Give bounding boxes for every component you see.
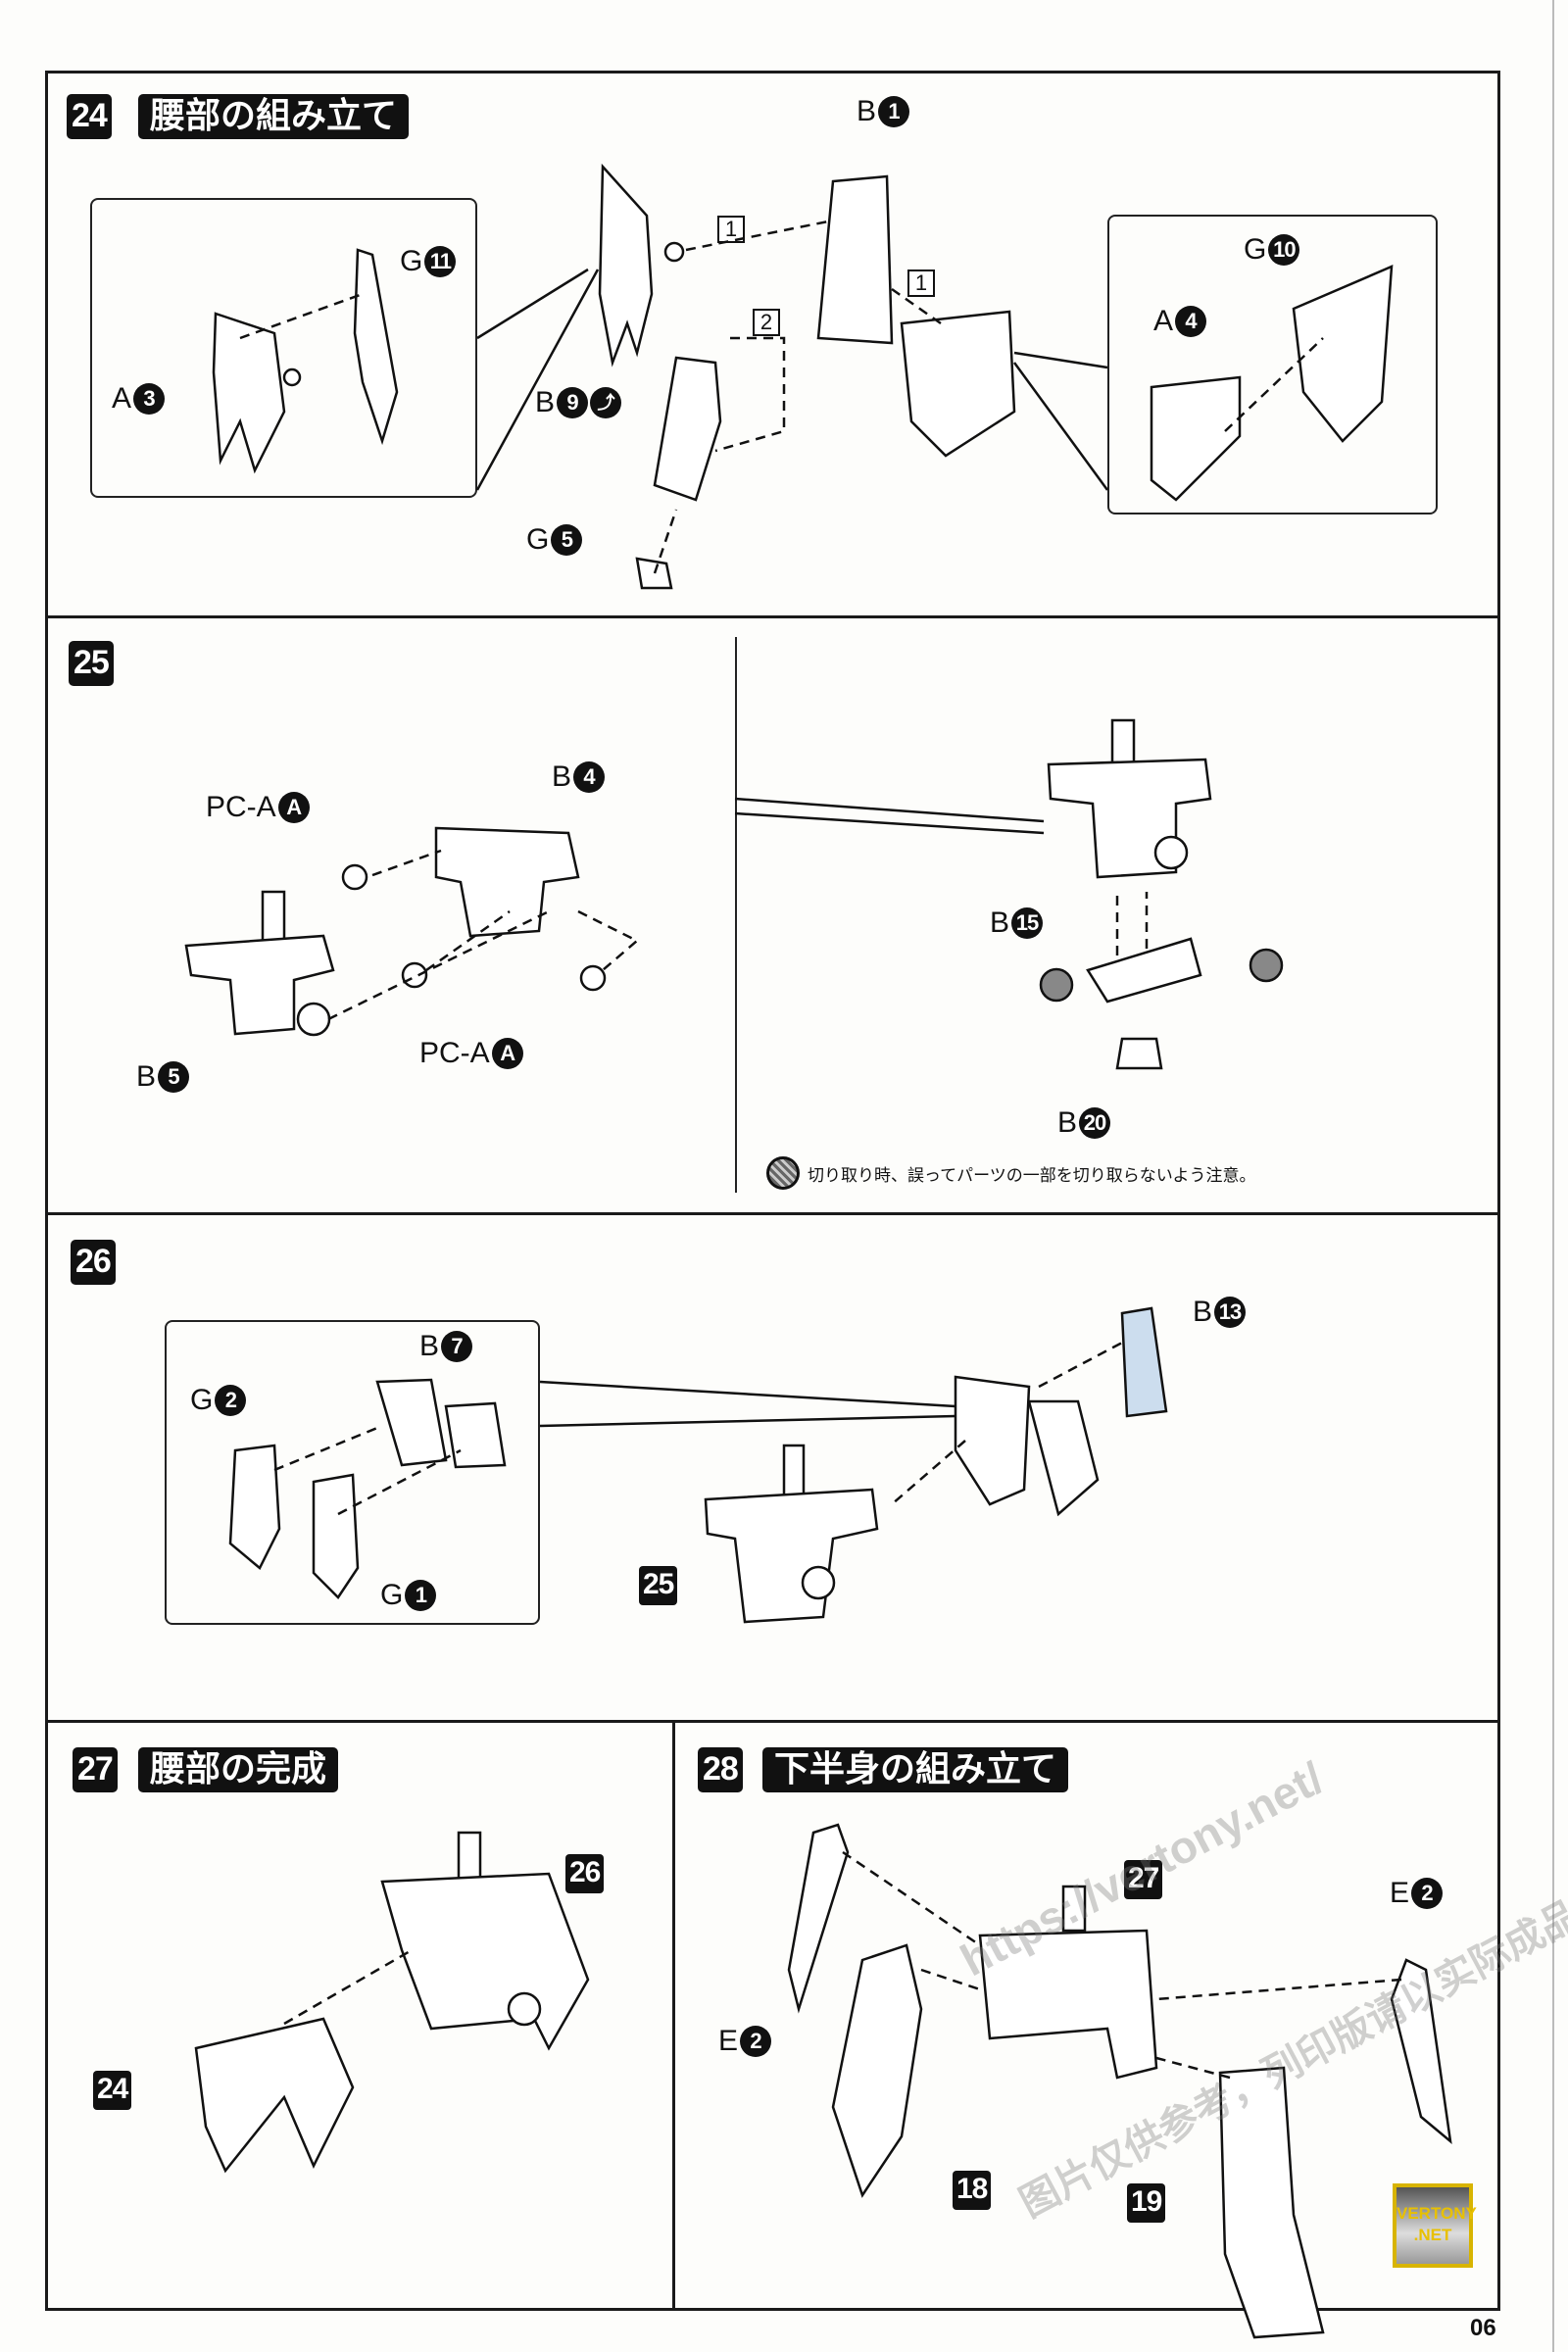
ref-step-19: 19 — [1127, 2183, 1166, 2223]
ref-step-27: 27 — [1124, 1860, 1163, 1899]
detail-inset — [1107, 215, 1438, 514]
step-title: 腰部の組み立て — [138, 94, 410, 139]
order-marker: 1 — [907, 270, 935, 297]
page-number: 06 — [1470, 2315, 1496, 2341]
ref-step-26: 26 — [565, 1854, 605, 1893]
caution-text: 切り取り時、誤ってパーツの一部を切り取らないよう注意。 — [808, 1165, 1256, 1186]
cut-caution-icon — [766, 1156, 800, 1190]
step-title: 下半身の組み立て — [762, 1747, 1069, 1792]
instruction-frame — [45, 71, 1500, 2311]
divider — [45, 1212, 1500, 1215]
divider — [45, 615, 1500, 618]
step-number-26: 26 — [71, 1240, 116, 1285]
part-drawing-26 — [228, 1306, 1168, 1624]
part-drawing-24 — [212, 163, 1394, 590]
page-edge — [1552, 0, 1554, 2352]
detail-inset — [90, 198, 477, 498]
ref-step-25: 25 — [639, 1566, 678, 1605]
part-drawing-28 — [787, 1823, 1452, 2339]
vertony-logo: VERTONY.NET — [1393, 2183, 1477, 2268]
caution-note: 切り取り時、誤ってパーツの一部を切り取らないよう注意。 — [766, 1156, 1255, 1190]
step-number-24: 24 — [67, 94, 112, 139]
step-number-28: 28 — [698, 1747, 743, 1792]
step-number-27: 27 — [73, 1747, 118, 1792]
ref-step-18: 18 — [953, 2171, 992, 2210]
part-drawing-27 — [194, 1831, 590, 2174]
part-drawing-25 — [184, 718, 1284, 1070]
one-way-icon: ⤴ — [590, 387, 622, 418]
ref-step-24: 24 — [93, 2071, 132, 2110]
step-title: 腰部の完成 — [138, 1747, 339, 1792]
order-marker: 2 — [753, 309, 780, 336]
divider — [45, 1720, 1500, 1723]
divider — [735, 637, 737, 1193]
step-number-25: 25 — [69, 641, 114, 686]
detail-inset — [165, 1320, 540, 1625]
divider — [672, 1720, 675, 2311]
